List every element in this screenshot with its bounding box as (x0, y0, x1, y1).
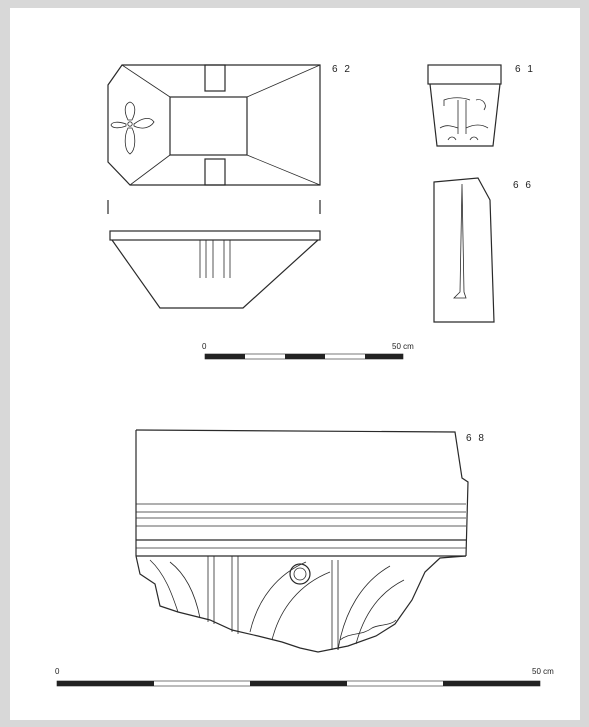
cross-motif (110, 101, 155, 155)
scale-1-zero: 0 (202, 342, 207, 351)
fragment-62-side-view (109, 230, 321, 309)
label-66: 6 6 (513, 180, 533, 191)
scale-bar-1 (204, 353, 404, 360)
paper (10, 8, 580, 720)
fragment-61 (427, 64, 502, 147)
label-68: 6 8 (466, 433, 486, 444)
fragment-66 (433, 177, 495, 323)
fragment-62-top-view (107, 64, 321, 186)
label-62: 6 2 (332, 64, 352, 75)
fragment-68 (135, 429, 469, 653)
label-61: 6 1 (515, 64, 535, 75)
scale-2-zero: 0 (55, 667, 60, 676)
scale-2-end: 50 cm (532, 667, 554, 676)
scale-bar-2 (56, 680, 541, 687)
scale-1-end: 50 cm (392, 342, 414, 351)
